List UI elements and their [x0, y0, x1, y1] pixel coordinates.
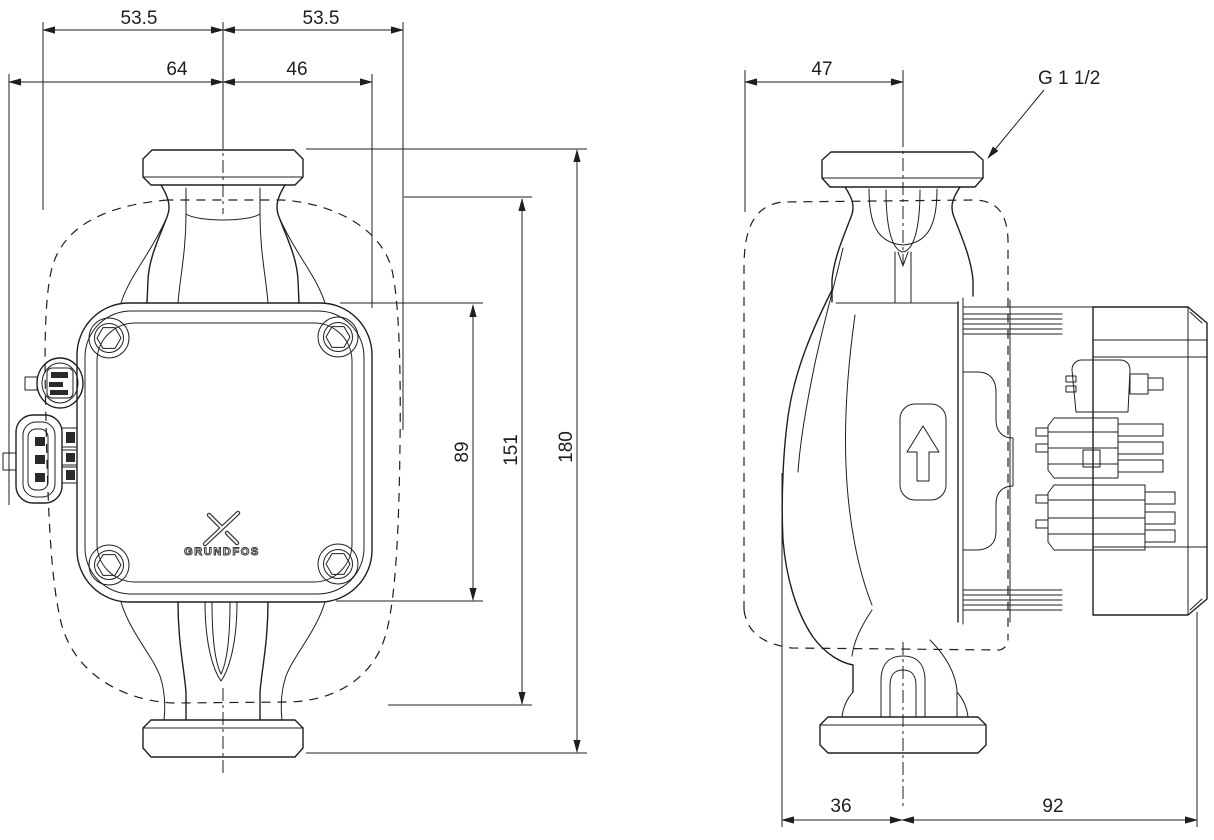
dim-label-89: 89 [452, 441, 473, 462]
bottom-port-flange [142, 719, 304, 758]
dim-label-46: 46 [286, 59, 307, 80]
flow-arrow-icon [906, 425, 940, 482]
spade-plug-connector [2, 414, 63, 504]
dim-89: 89 [452, 304, 477, 601]
dim-64: 64 [8, 59, 224, 86]
dim-151: 151 [501, 198, 526, 705]
dim-180: 180 [556, 149, 581, 753]
side-neck-top [831, 186, 974, 303]
screw-top-left [88, 317, 130, 359]
screw-bottom-left [88, 544, 130, 586]
dim-46: 46 [222, 59, 373, 86]
dim-92: 92 [901, 796, 1198, 824]
dim-label-92: 92 [1042, 796, 1063, 817]
side-view [743, 134, 1208, 810]
dim-label-47: 47 [811, 59, 832, 80]
dim-36: 36 [781, 796, 903, 824]
side-insulation-shell-outline [743, 199, 1009, 651]
connector-middle [1035, 417, 1164, 479]
pump-neck-top [120, 184, 326, 304]
dim-label-151: 151 [501, 434, 522, 466]
side-pump-body [781, 247, 964, 718]
electrical-connectors [2, 357, 84, 504]
front-view: GRUNDFOS [2, 136, 401, 776]
dim-label-180: 180 [556, 431, 577, 463]
grundfos-logo: GRUNDFOS [184, 510, 260, 559]
leader-line [987, 89, 1045, 159]
dim-label-64: 64 [166, 59, 188, 80]
flow-arrow-plate [899, 403, 947, 501]
pump-neck-bottom [120, 601, 326, 721]
dim-top-left-53-5: 53.5 [42, 8, 224, 34]
dim-label-36: 36 [830, 796, 851, 817]
motor-housing [1092, 306, 1208, 616]
round-plug-connector [24, 357, 84, 409]
screw-bottom-right [317, 543, 359, 585]
thread-callout: G 1 1/2 [987, 68, 1100, 159]
dim-top-right-53-5: 53.5 [222, 8, 404, 34]
dim-47: 47 [744, 59, 904, 86]
stator-flange-plate [962, 299, 1094, 623]
dim-label-53-5-left: 53.5 [121, 8, 158, 29]
terminal-strip [61, 427, 78, 484]
dim-label-53-5-right: 53.5 [303, 8, 340, 29]
screw-top-right [317, 316, 359, 358]
connector-upper [1065, 359, 1164, 413]
extension-lines [8, 22, 1198, 827]
insulation-shell-outline [44, 199, 401, 704]
grundfos-wordmark: GRUNDFOS [184, 546, 260, 558]
grundfos-x-icon [202, 510, 241, 547]
connector-lower [1035, 484, 1176, 551]
thread-label: G 1 1/2 [1038, 68, 1100, 89]
dimensions: 53.5 53.5 64 46 89 151 180 [8, 8, 1198, 827]
